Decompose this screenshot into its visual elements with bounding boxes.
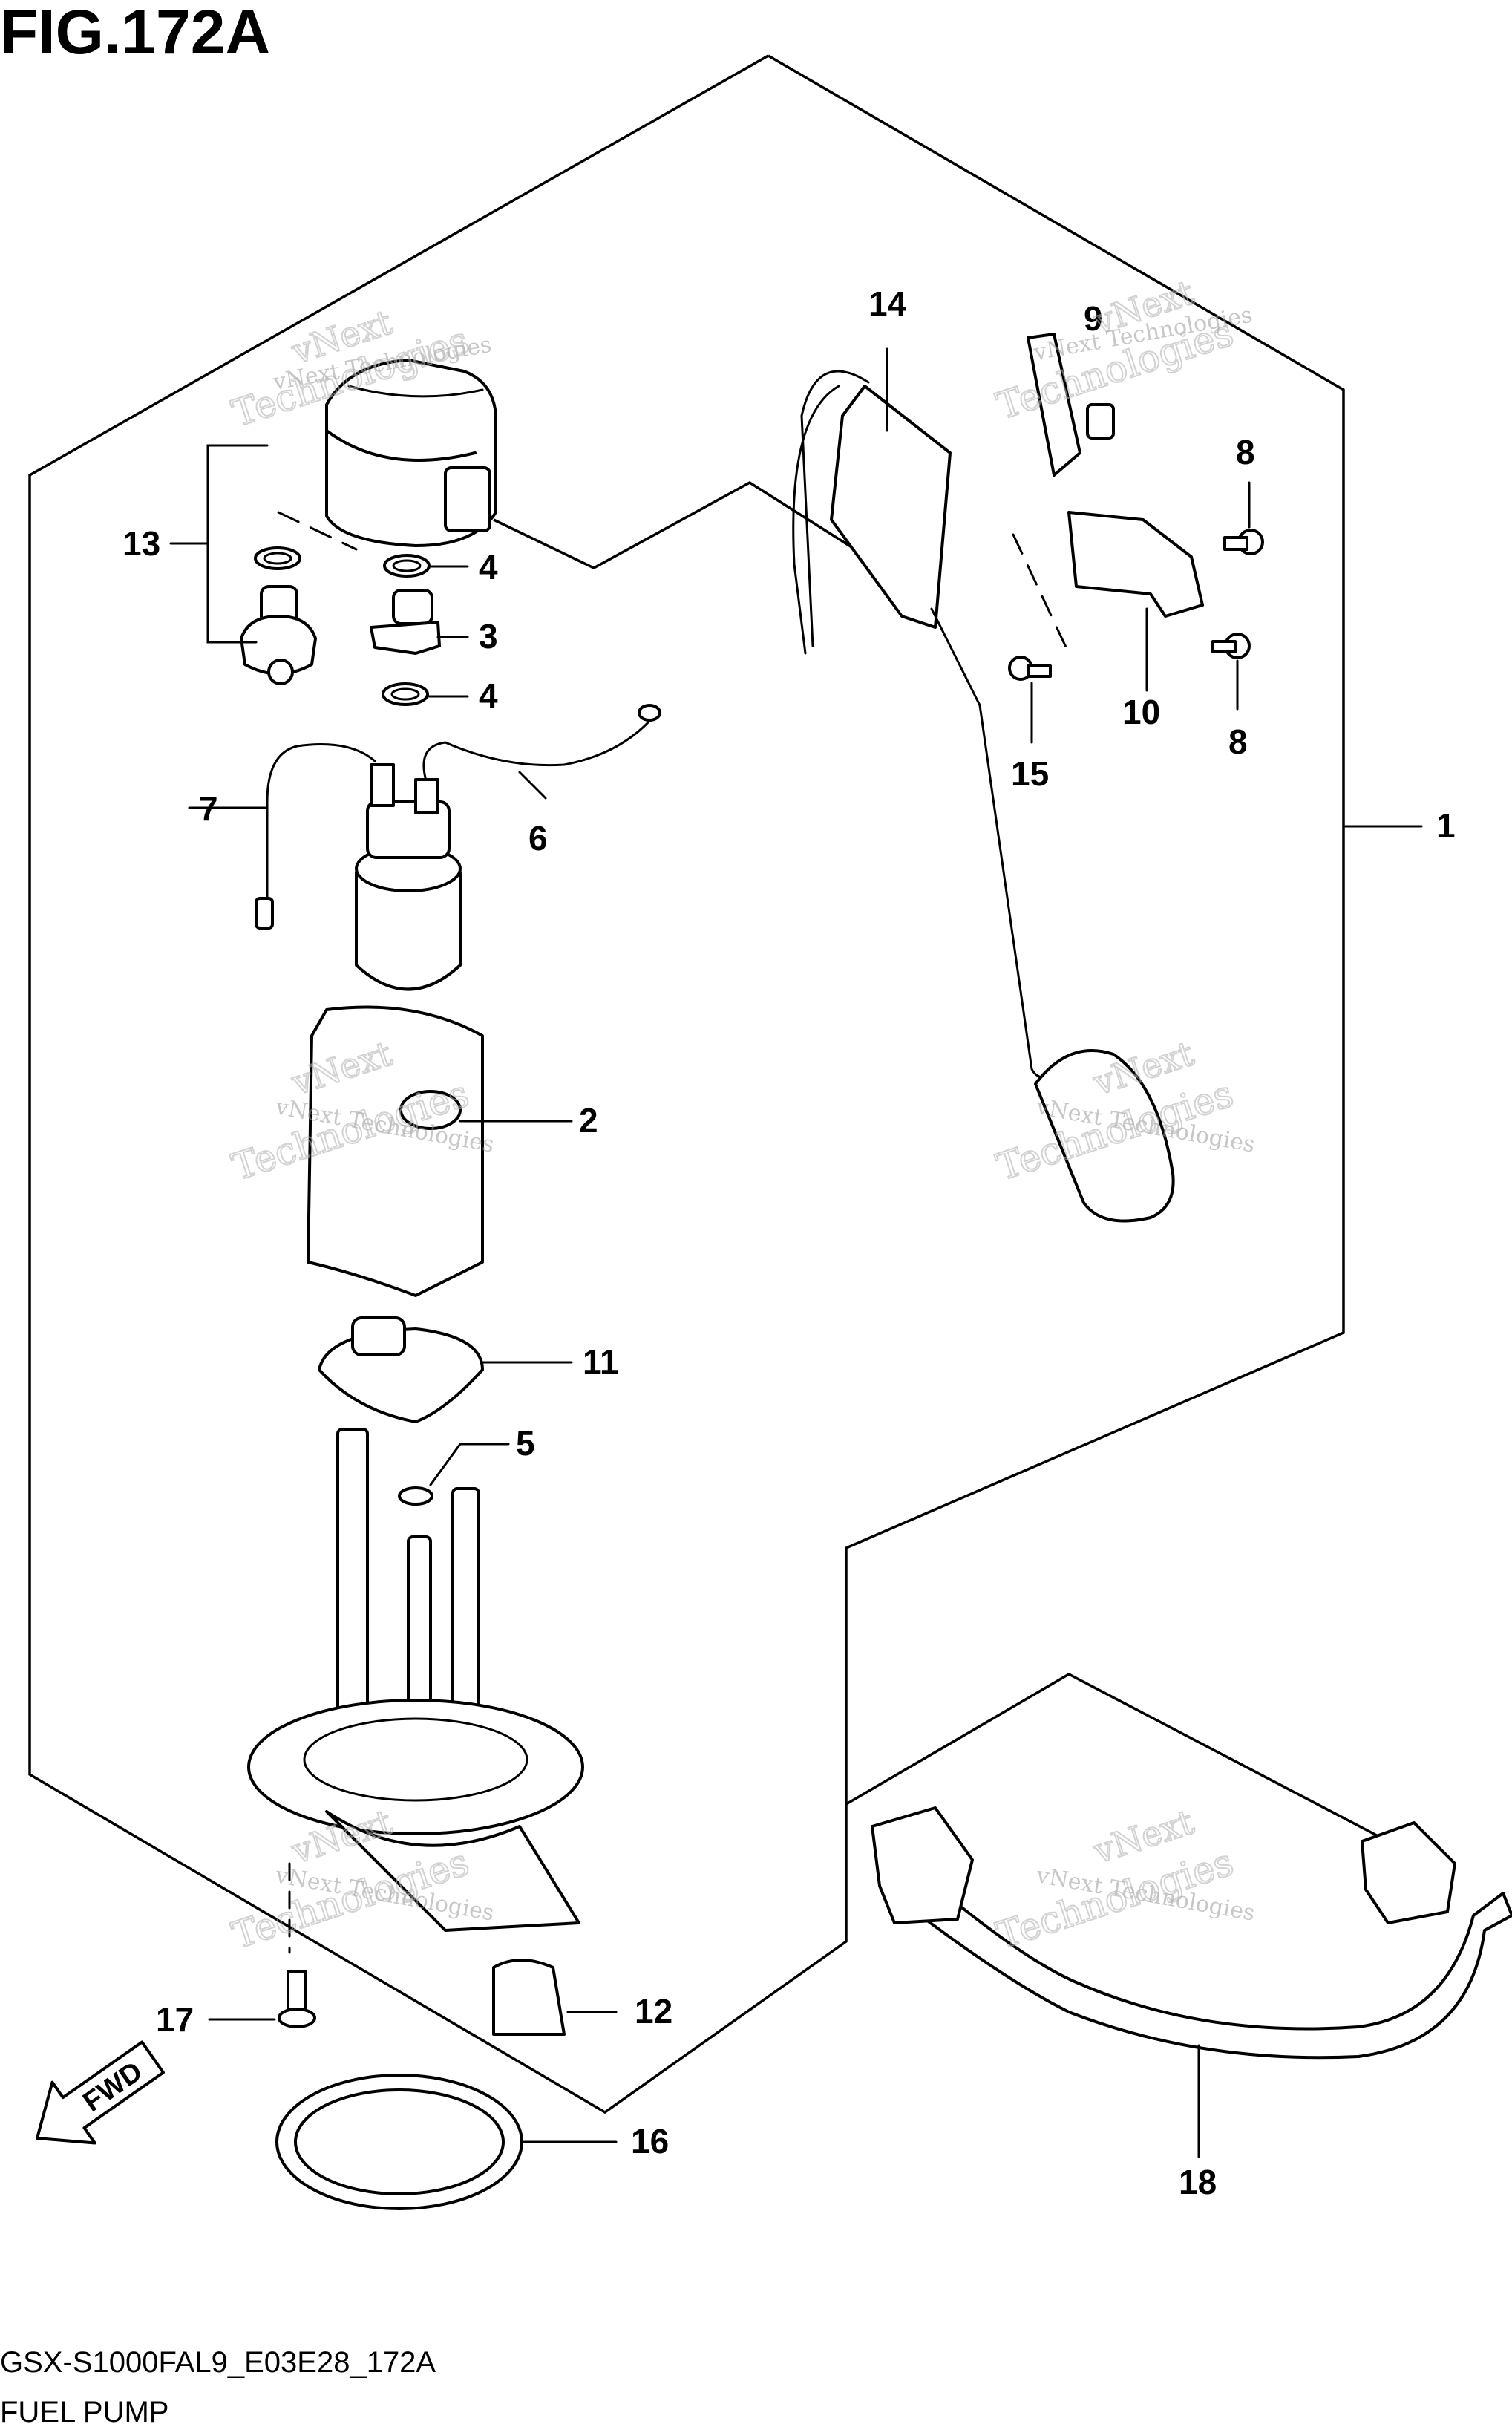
assembly-link-line <box>493 480 862 569</box>
callout-10: 10 <box>1122 693 1160 731</box>
callout-8-lower: 8 <box>1228 722 1248 761</box>
cap-connector-part <box>240 585 317 685</box>
callout-15: 15 <box>1011 754 1049 793</box>
callout-14: 14 <box>868 284 907 323</box>
model-code: GSX-S1000FAL9_E03E28_172A <box>0 2346 436 2379</box>
figure-title: FIG.172A <box>0 0 270 67</box>
gasket-ring-part <box>275 2074 523 2210</box>
callout-4-upper: 4 <box>479 548 498 587</box>
sensor-bracket-part <box>1027 333 1204 618</box>
callout-2: 2 <box>579 1101 598 1140</box>
screw-8-upper-part <box>1223 529 1264 555</box>
callout-16: 16 <box>631 2122 669 2160</box>
callout-11: 11 <box>583 1342 619 1381</box>
fuel-level-sender-part <box>792 347 1175 1223</box>
pump-holder-part <box>307 1005 573 1297</box>
bolt-17-part <box>278 1970 316 2028</box>
pump-base-part <box>247 1428 584 1932</box>
wire-6-part <box>422 711 658 785</box>
cap-oring-part <box>254 546 301 570</box>
callout-7: 7 <box>199 789 218 828</box>
wire-7-part <box>266 743 376 900</box>
callout-6: 6 <box>528 819 548 858</box>
callout-3: 3 <box>479 617 498 656</box>
fuel-pump-motor-part <box>355 763 462 991</box>
callout-8-upper: 8 <box>1236 433 1255 471</box>
hose-link-line <box>845 1673 1389 1843</box>
callout-4-lower: 4 <box>479 676 498 715</box>
callout-18: 18 <box>1179 2163 1217 2201</box>
pressure-regulator-part <box>370 589 441 655</box>
screw-15-part <box>1008 656 1052 681</box>
callout-1: 1 <box>1436 806 1456 845</box>
section-name: FUEL PUMP <box>0 2396 168 2429</box>
callout-12: 12 <box>635 1992 672 2031</box>
fuel-hose-part <box>871 1806 1512 2060</box>
screw-8-lower-part <box>1211 633 1251 659</box>
oring-lower-part <box>382 682 429 706</box>
oring-small-part <box>398 1486 433 1506</box>
callout-9: 9 <box>1084 299 1103 338</box>
oring-upper-part <box>383 554 431 578</box>
callout-5: 5 <box>516 1424 535 1463</box>
watermark-bottom-right: vNext Technologies vNext Technologies <box>991 1800 1257 1958</box>
forward-direction-arrow: FWD <box>36 2040 165 2145</box>
fuel-pump-cap-part <box>325 359 497 547</box>
callout-13-bracket <box>206 444 269 644</box>
callout-17: 17 <box>156 2000 194 2039</box>
fuel-filter-part <box>318 1316 573 1423</box>
callout-13: 13 <box>122 524 160 563</box>
rubber-block-part <box>492 1959 566 2036</box>
assembly-frame <box>28 54 1345 2114</box>
